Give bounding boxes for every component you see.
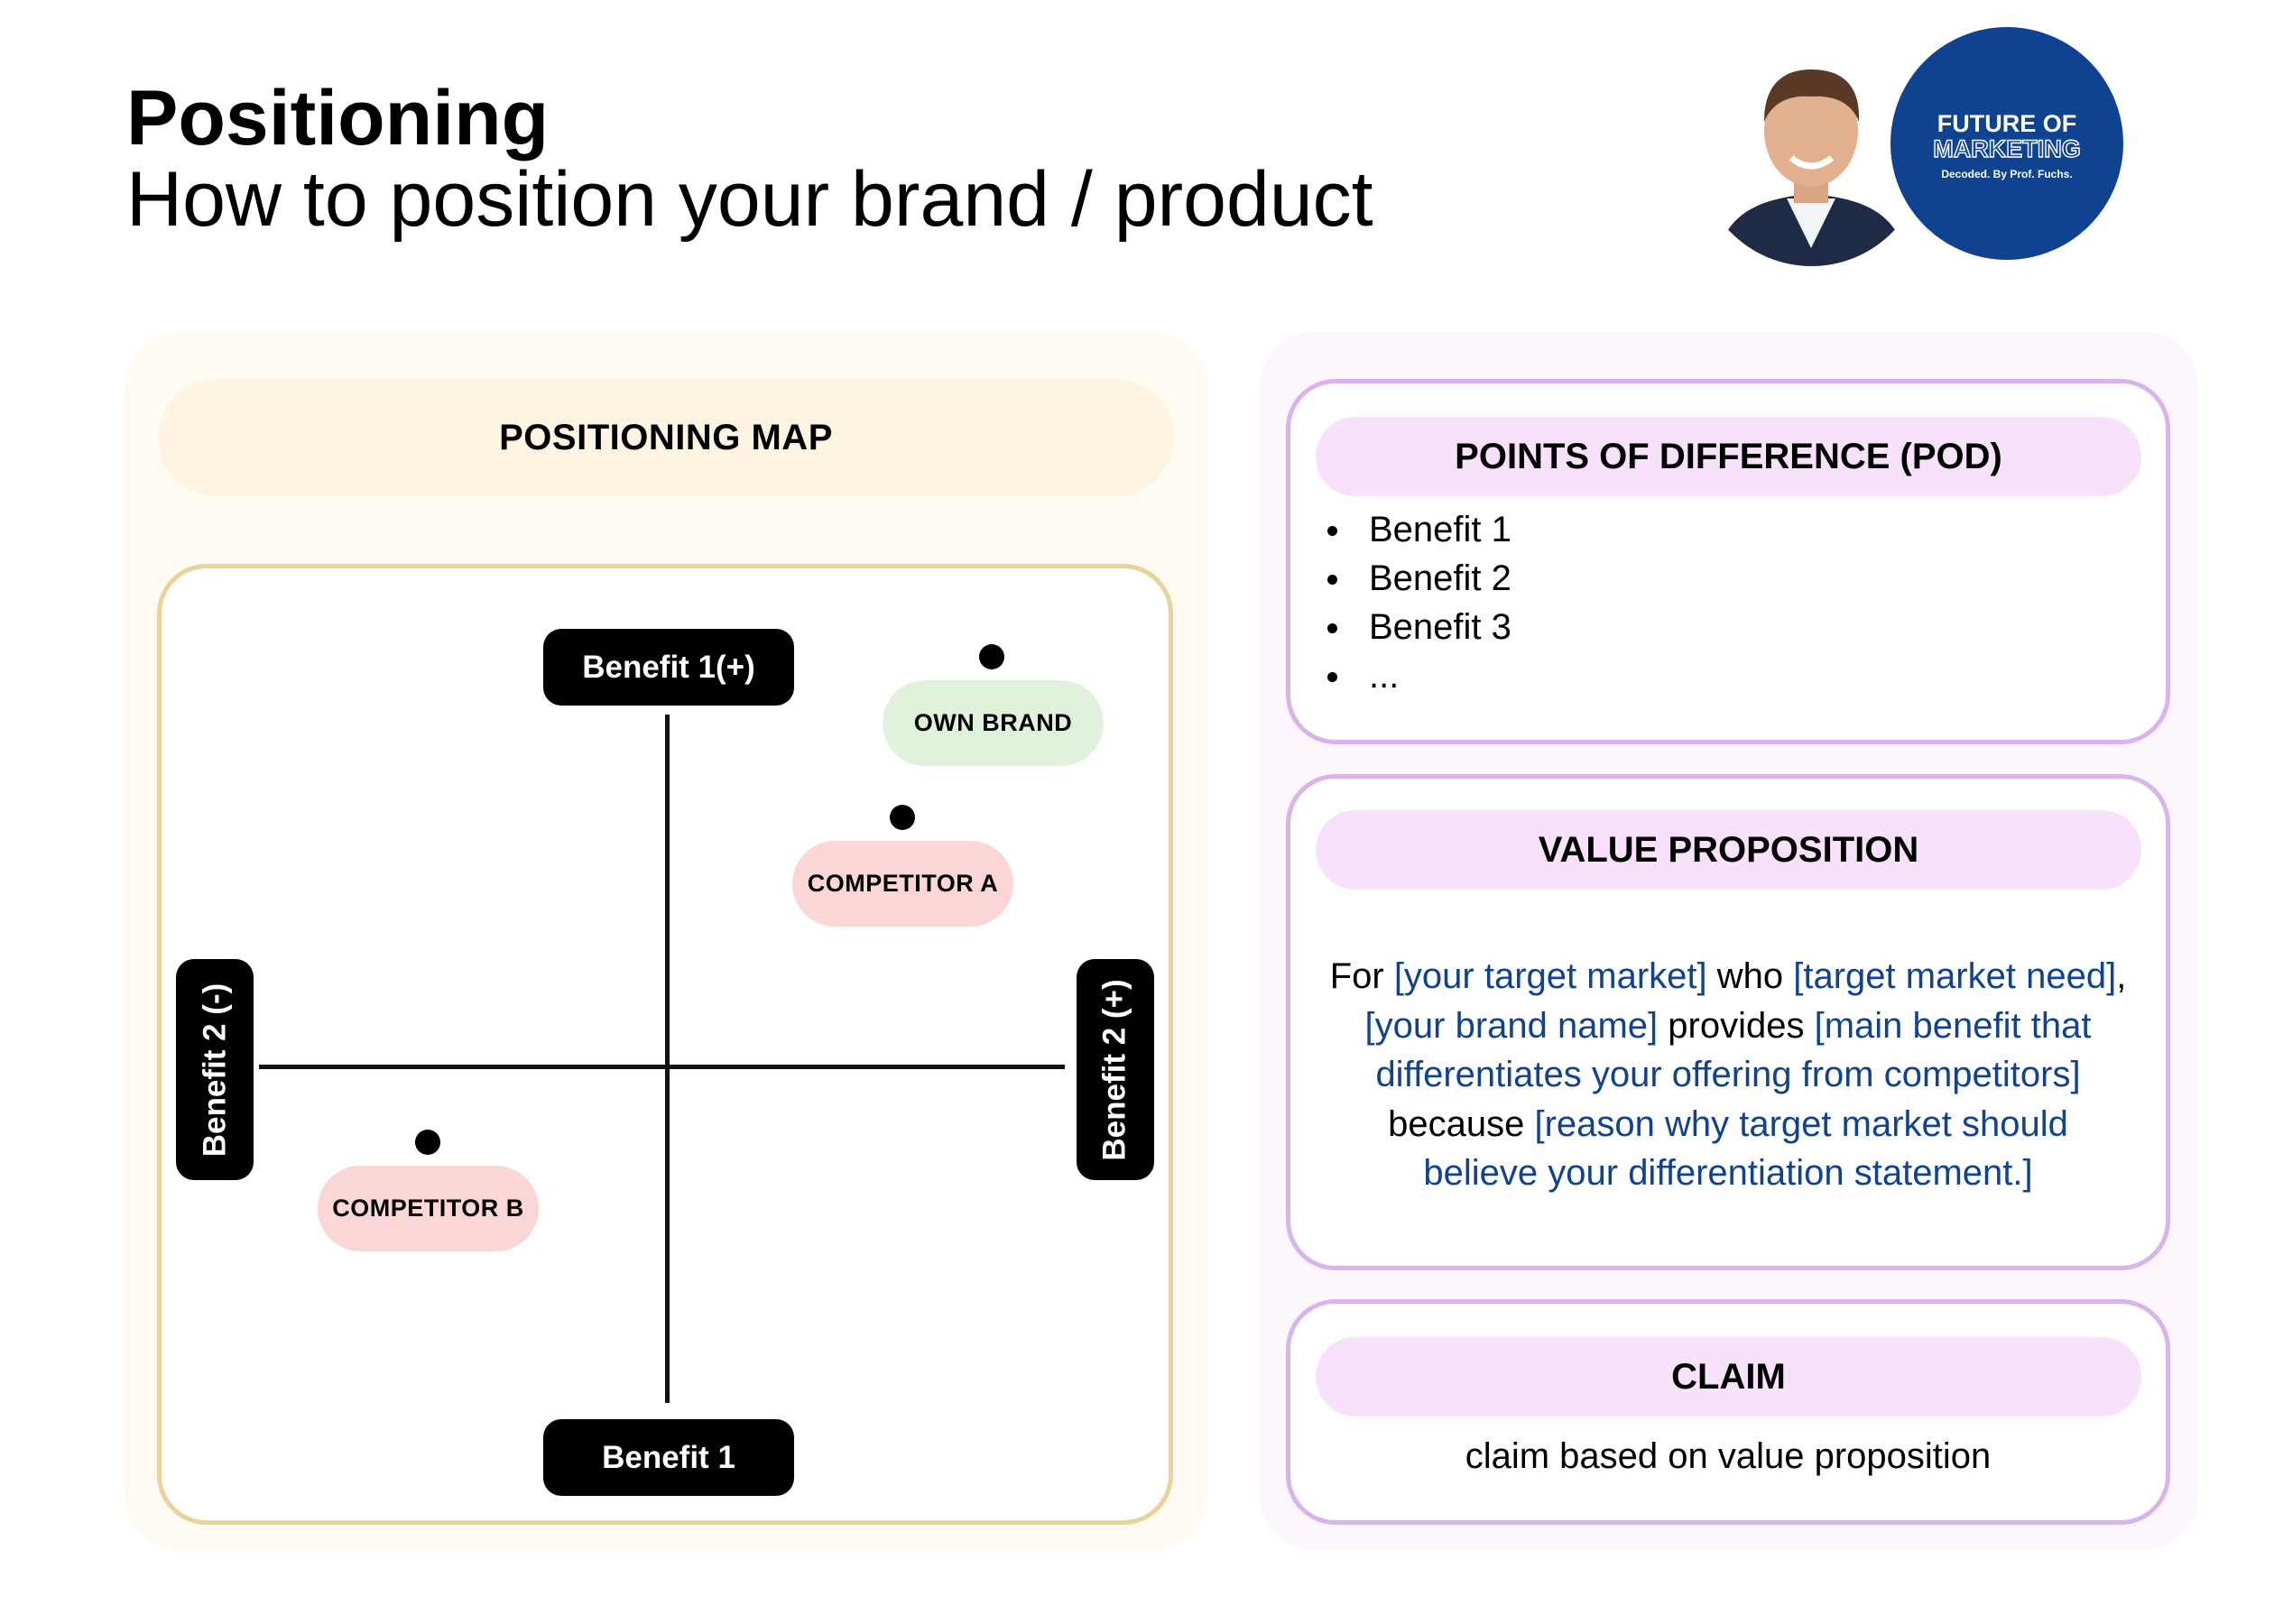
author-photo <box>1696 32 1927 266</box>
pod-title: POINTS OF DIFFERENCE (POD) <box>1316 417 2141 496</box>
vp-text: For <box>1329 956 1394 996</box>
axis-label-bottom-text: Benefit 1 <box>602 1439 735 1475</box>
page-title: Positioning <box>126 75 550 161</box>
competitor-a-marker: COMPETITOR A <box>792 841 1013 927</box>
axis-label-right: Benefit 2 (+) <box>1077 959 1154 1180</box>
competitor-a-dot <box>890 805 915 830</box>
value-proposition-title: VALUE PROPOSITION <box>1316 810 2141 890</box>
future-of-marketing-logo: FUTURE OF MARKETING Decoded. By Prof. Fu… <box>1890 27 2123 260</box>
vp-placeholder-reason: [reason why target market should <box>1534 1103 2068 1144</box>
vp-placeholder-need: [target market need] <box>1793 956 2117 996</box>
competitor-b-marker: COMPETITOR B <box>318 1166 539 1251</box>
own-brand-dot <box>979 644 1004 669</box>
logo-line-1: FUTURE OF <box>1937 110 2077 137</box>
pod-item: ... <box>1322 651 1511 700</box>
axis-label-top: Benefit 1(+) <box>543 629 794 706</box>
own-brand-marker: OWN BRAND <box>883 680 1104 766</box>
vp-text: provides <box>1658 1005 1815 1046</box>
positioning-map-title: POSITIONING MAP <box>158 379 1174 496</box>
value-proposition-statement: For [your target market] who [target mar… <box>1286 952 2170 1198</box>
horizontal-axis <box>259 1065 1065 1069</box>
vertical-axis <box>665 715 670 1403</box>
vp-placeholder-target-market: [your target market] <box>1393 956 1707 996</box>
vp-text: , <box>2116 956 2127 996</box>
axis-label-bottom: Benefit 1 <box>543 1419 794 1496</box>
claim-title: CLAIM <box>1316 1337 2141 1416</box>
vp-text: who <box>1706 956 1794 996</box>
pod-item: Benefit 2 <box>1322 554 1511 603</box>
pod-item: Benefit 3 <box>1322 603 1511 651</box>
vp-placeholder-main-benefit-cont: differentiates your offering from compet… <box>1375 1055 2081 1094</box>
page-subtitle: How to position your brand / product <box>126 156 1373 243</box>
competitor-b-dot <box>415 1130 440 1155</box>
pod-item: Benefit 1 <box>1322 505 1511 554</box>
pod-list: Benefit 1 Benefit 2 Benefit 3 ... <box>1322 505 1511 700</box>
vp-placeholder-brand-name: [your brand name] <box>1364 1005 1659 1046</box>
axis-label-right-text: Benefit 2 (+) <box>1097 978 1133 1161</box>
vp-placeholder-main-benefit: [main benefit that <box>1814 1005 2092 1046</box>
logo-line-3: Decoded. By Prof. Fuchs. <box>1941 168 2073 180</box>
vp-placeholder-reason-cont: believe your differentiation statement.] <box>1423 1153 2033 1193</box>
person-portrait-icon <box>1696 32 1927 266</box>
axis-label-top-text: Benefit 1(+) <box>582 649 755 685</box>
axis-label-left: Benefit 2 (-) <box>176 959 254 1180</box>
logo-line-2: MARKETING <box>1933 134 2082 162</box>
claim-text: claim based on value proposition <box>1465 1436 1992 1476</box>
axis-label-left-text: Benefit 2 (-) <box>197 983 232 1157</box>
vp-text: because <box>1388 1103 1535 1144</box>
